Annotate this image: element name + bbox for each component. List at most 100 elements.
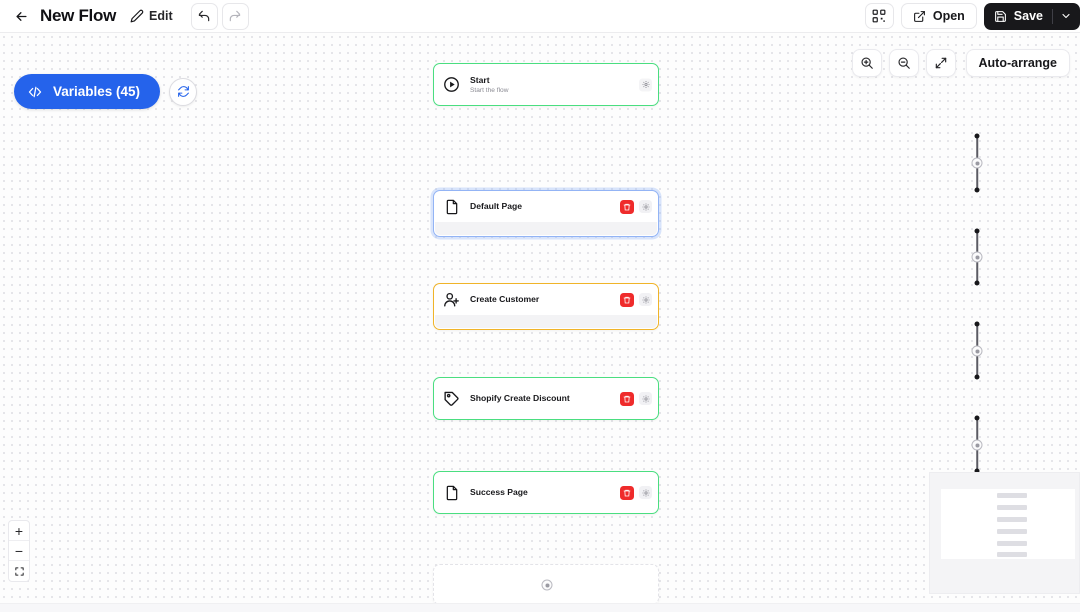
zoom-in-small-button[interactable]: + <box>9 521 29 541</box>
external-link-icon <box>913 10 925 22</box>
minimap-node <box>997 505 1027 510</box>
fullscreen-button[interactable] <box>925 49 956 77</box>
app-bottom-bar <box>0 603 1080 612</box>
topbar-actions: Open Save <box>864 2 1080 30</box>
gear-icon <box>642 203 649 210</box>
back-button[interactable] <box>8 3 34 29</box>
gear-icon <box>642 81 649 88</box>
edit-label: Edit <box>149 9 173 23</box>
qr-code-button[interactable] <box>864 3 894 29</box>
edge-endpoint <box>974 228 980 234</box>
minimap-node <box>997 552 1027 557</box>
edit-button[interactable]: Edit <box>130 9 173 23</box>
undo-redo-group <box>190 2 249 30</box>
node-settings-button[interactable] <box>639 392 652 405</box>
gear-icon <box>642 395 649 402</box>
edge-endpoint <box>974 280 980 286</box>
zoom-out-button[interactable] <box>888 49 919 77</box>
flow-node-success-page[interactable]: Success Page <box>433 471 659 514</box>
edge-endpoint <box>974 468 980 474</box>
add-step-button[interactable] <box>971 345 983 357</box>
file-document-icon <box>443 198 460 215</box>
edge-endpoint <box>974 133 980 139</box>
minimap-node <box>997 541 1027 546</box>
node-subtitle: Start the flow <box>470 86 509 94</box>
edge-endpoint <box>974 321 980 327</box>
trash-icon <box>623 296 631 303</box>
fit-to-screen-button[interactable] <box>9 561 29 581</box>
pencil-icon <box>130 9 144 23</box>
minimap-viewport <box>941 489 1075 559</box>
trash-icon <box>623 489 631 496</box>
node-delete-button[interactable] <box>620 292 634 307</box>
flow-node-start[interactable]: Start Start the flow <box>433 63 659 106</box>
magnifier-minus-icon <box>897 57 910 69</box>
app-top-bar: New Flow Edit <box>0 0 1080 33</box>
flow-canvas[interactable]: Start Start the flow <box>0 33 1080 603</box>
flow-node-create-customer[interactable]: Create Customer <box>433 283 659 330</box>
node-title: Start <box>470 74 490 85</box>
open-button[interactable]: Open <box>900 3 977 29</box>
auto-arrange-button[interactable]: Auto-arrange <box>965 49 1070 77</box>
node-title: Success Page <box>470 487 528 497</box>
gear-icon <box>642 489 649 496</box>
open-label: Open <box>932 9 965 23</box>
redo-button[interactable] <box>221 2 249 30</box>
save-divider <box>1052 8 1053 24</box>
variables-controls: Variables (45) <box>14 74 198 109</box>
node-settings-button[interactable] <box>639 293 652 306</box>
canvas-tools: Auto-arrange <box>851 49 1070 77</box>
play-circle-icon <box>443 76 460 93</box>
canvas-minimap[interactable] <box>929 472 1080 594</box>
save-button[interactable]: Save <box>983 2 1080 30</box>
zoom-controls: + − <box>8 520 30 582</box>
flow-node-shopify-create-discount[interactable]: Shopify Create Discount <box>433 377 659 420</box>
expand-diagonal-icon <box>935 57 946 69</box>
fit-to-screen-icon <box>14 566 24 576</box>
edge-endpoint <box>974 415 980 421</box>
node-title: Shopify Create Discount <box>470 393 570 403</box>
node-settings-button[interactable] <box>639 78 652 91</box>
undo-button[interactable] <box>190 2 218 30</box>
zoom-in-button[interactable] <box>851 49 882 77</box>
redo-arrow-icon <box>229 10 241 22</box>
chevron-down-icon[interactable] <box>1060 10 1072 22</box>
user-plus-icon <box>443 291 460 308</box>
node-delete-button[interactable] <box>620 391 634 406</box>
trash-icon <box>623 203 631 210</box>
flow-node-default-page[interactable]: Default Page <box>433 190 659 237</box>
minimap-node <box>997 517 1027 522</box>
undo-arrow-icon <box>198 10 210 22</box>
node-settings-button[interactable] <box>639 200 652 213</box>
zoom-out-small-button[interactable]: − <box>9 541 29 561</box>
flow-node-add-placeholder[interactable] <box>433 564 659 603</box>
node-title: Create Customer <box>470 294 540 304</box>
node-delete-button[interactable] <box>620 485 634 500</box>
add-step-button[interactable] <box>971 251 983 263</box>
add-step-button[interactable] <box>541 579 553 591</box>
save-label: Save <box>1013 9 1043 23</box>
refresh-sync-icon <box>177 86 189 97</box>
floppy-disk-icon <box>994 10 1006 22</box>
minimap-node <box>997 493 1027 498</box>
node-body-strip <box>435 315 657 328</box>
refresh-button[interactable] <box>169 77 198 106</box>
price-tag-icon <box>443 390 460 407</box>
file-document-icon <box>443 484 460 501</box>
edge-endpoint <box>974 374 980 380</box>
node-settings-button[interactable] <box>639 486 652 499</box>
node-title: Default Page <box>470 201 523 211</box>
gear-icon <box>642 296 649 303</box>
code-brackets-icon <box>28 86 42 97</box>
variables-label: Variables (45) <box>53 84 141 99</box>
page-title: New Flow <box>40 6 116 25</box>
node-delete-button[interactable] <box>620 199 634 214</box>
edge-endpoint <box>974 187 980 193</box>
arrow-left-icon <box>15 11 27 21</box>
trash-icon <box>623 395 631 402</box>
minimap-node <box>997 529 1027 534</box>
add-step-button[interactable] <box>971 157 983 169</box>
add-step-button[interactable] <box>971 439 983 451</box>
qr-code-icon <box>872 9 886 23</box>
variables-button[interactable]: Variables (45) <box>14 74 161 109</box>
